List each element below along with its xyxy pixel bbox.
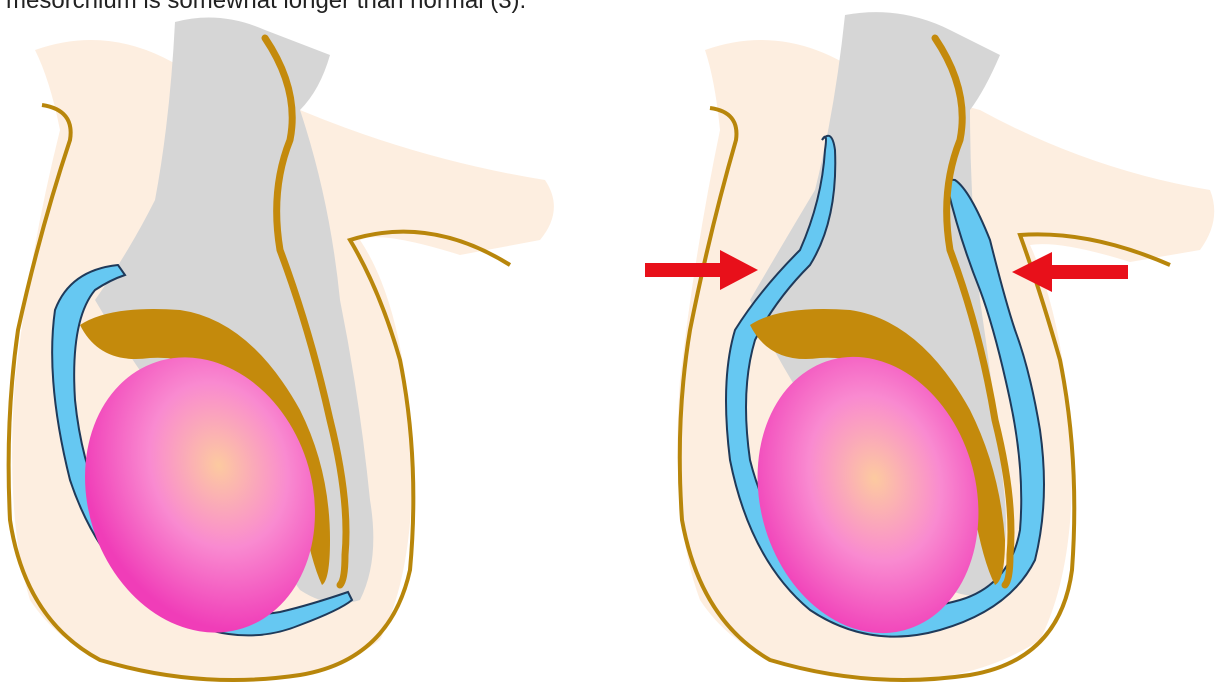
diagram-bell-clapper: [610, 0, 1220, 686]
panel-bell-clapper: [610, 0, 1220, 686]
panel-normal: [0, 0, 610, 686]
diagram-normal: [0, 0, 610, 686]
